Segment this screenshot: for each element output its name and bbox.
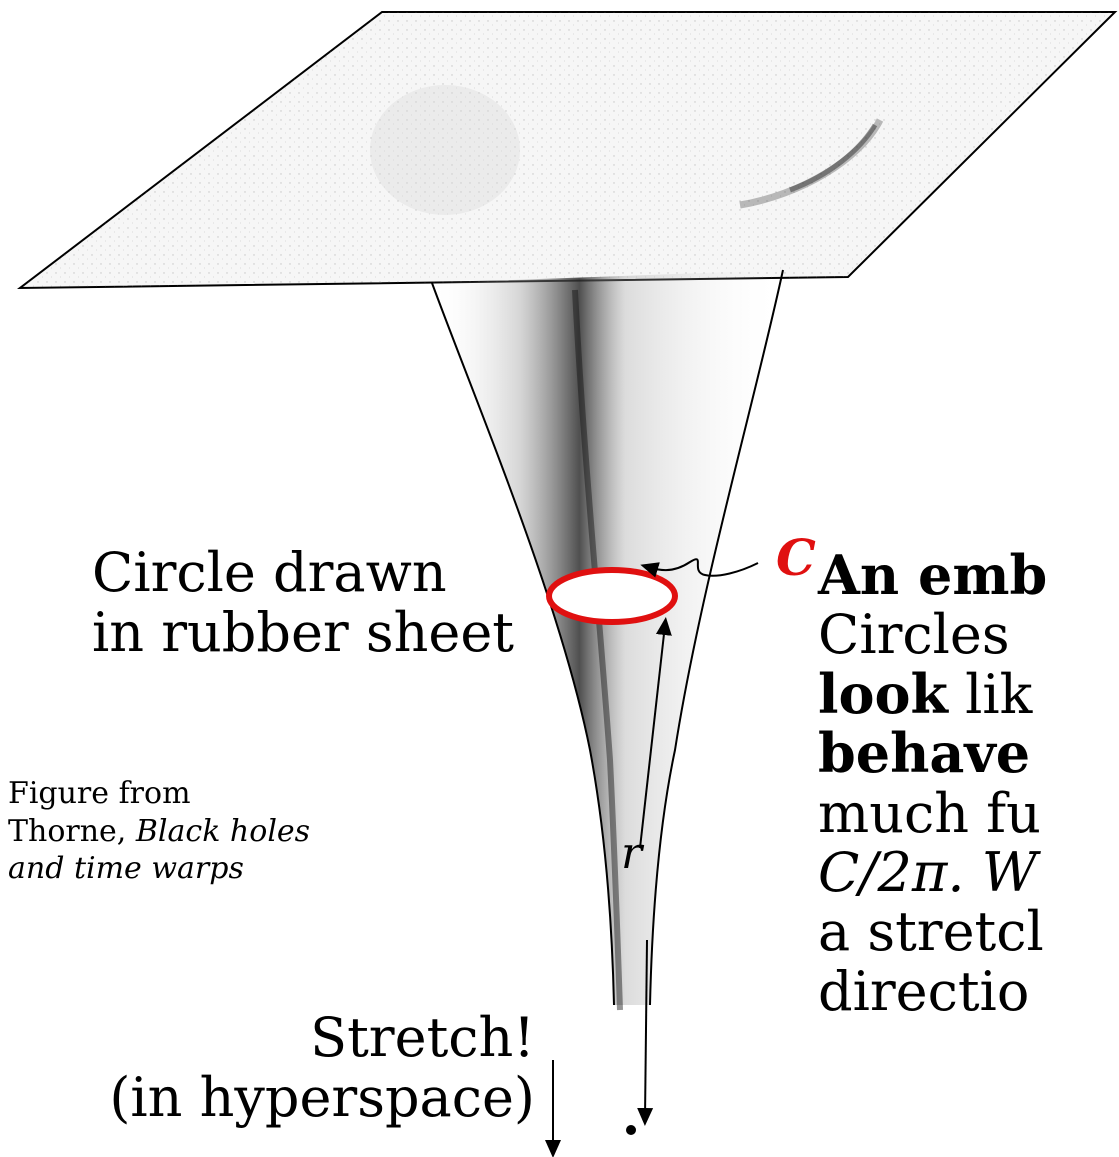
credit-line-1: Figure from bbox=[8, 776, 191, 811]
explanation-line-7: a stretcl bbox=[818, 900, 1044, 964]
radius-arrow-down bbox=[637, 939, 654, 1126]
explanation-line-5: much fu bbox=[818, 781, 1041, 845]
explanation-look: look bbox=[818, 661, 948, 726]
explanation-line-8: directio bbox=[818, 959, 1030, 1023]
explanation-line-6: C/2π. W bbox=[818, 840, 1038, 904]
circumference-label: C bbox=[776, 528, 816, 587]
explanation-line-1: An emb bbox=[818, 543, 1048, 607]
explanation-look-rest: lik bbox=[947, 662, 1033, 726]
credit-author: Thorne, bbox=[8, 813, 136, 849]
credit-title-part-2: and time warps bbox=[8, 851, 244, 886]
figure-credit: Figure from Thorne, Black holes and time… bbox=[8, 775, 310, 888]
circle-caption-line-2: in rubber sheet bbox=[92, 601, 514, 665]
radius-label: r bbox=[621, 828, 643, 879]
stretch-caption-line-1: Stretch! bbox=[310, 1006, 535, 1069]
radius-arrow-up bbox=[639, 617, 672, 849]
stretch-caption-line-2: (in hyperspace) bbox=[109, 1066, 535, 1130]
explanation-text: An emb Circles look lik behave much fu C… bbox=[818, 543, 1048, 1023]
circle-in-sheet bbox=[546, 567, 678, 625]
gravity-well-funnel bbox=[431, 269, 784, 1011]
rubber-sheet bbox=[16, 11, 1118, 290]
explanation-line-2: Circles bbox=[818, 603, 1010, 667]
circumference-pointer bbox=[640, 558, 759, 578]
stretch-caption: Stretch! (in hyperspace) bbox=[109, 1006, 535, 1130]
explanation-line-4: behave bbox=[818, 721, 1031, 786]
credit-title-part-1: Black holes bbox=[135, 813, 311, 849]
funnel-tip-point bbox=[626, 1125, 636, 1135]
circle-caption: Circle drawn in rubber sheet bbox=[92, 541, 514, 665]
credit-line-2: Thorne, Black holes bbox=[8, 813, 310, 851]
circle-caption-line-1: Circle drawn bbox=[92, 541, 447, 604]
explanation-line-3: look lik bbox=[818, 661, 1047, 726]
